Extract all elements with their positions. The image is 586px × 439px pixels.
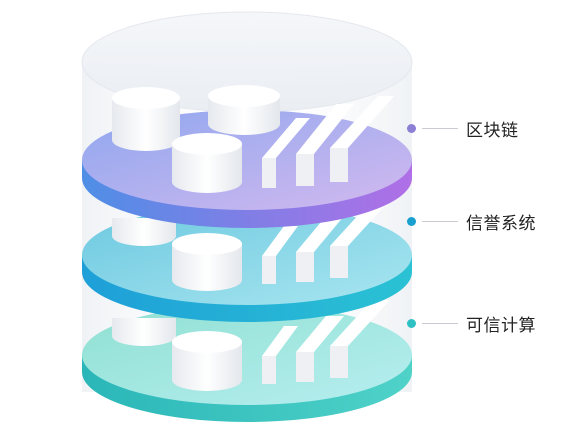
layer-label: 信誉系统 [466,213,536,234]
layer-dot-icon [407,123,416,133]
layer-label: 区块链 [466,120,519,141]
layer-dot-icon [407,318,416,328]
disc-bottom [82,300,412,422]
disc-bottom-blocks [112,300,390,391]
leader-line [422,322,458,324]
disc-middle [82,200,412,322]
layer-label-row: 可信计算 [404,311,536,336]
disc-middle-blocks [112,200,390,291]
leader-line [422,127,458,129]
layer-label-row: 区块链 [404,116,519,141]
layer-dot-icon [407,216,416,226]
layer-label-row: 信誉系统 [404,209,536,234]
leader-line [422,220,458,222]
layer-label: 可信计算 [466,315,536,336]
disc-top-blocks [112,85,394,193]
